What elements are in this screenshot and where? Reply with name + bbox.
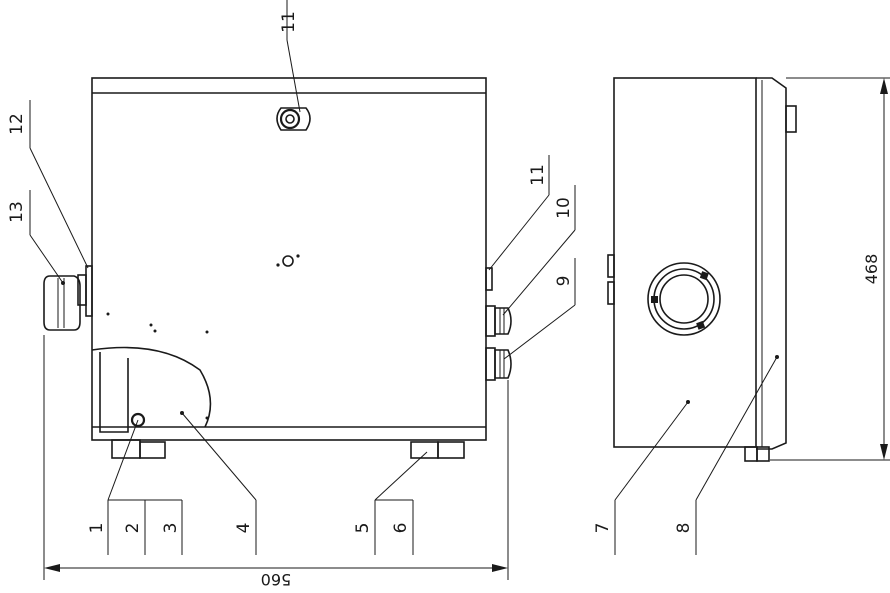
dimension-width-value: 560 (261, 570, 292, 589)
callout-11-side: 11 (528, 164, 548, 186)
side-foot (756, 446, 770, 462)
callout-4: 4 (234, 523, 254, 534)
side-hinge (785, 105, 797, 133)
callout-3: 3 (161, 523, 181, 534)
leader-lines (29, 0, 778, 555)
callout-8: 8 (674, 523, 694, 534)
right-gland-9 (485, 347, 512, 381)
callout-13: 13 (7, 201, 27, 223)
callout-5: 5 (353, 523, 373, 534)
foot-left (111, 439, 166, 459)
callout-1: 1 (87, 523, 107, 534)
side-nub (607, 254, 615, 278)
lock-top (276, 107, 311, 131)
dot-marker (149, 323, 153, 327)
side-nub (607, 281, 615, 305)
center-hole (276, 254, 300, 267)
foot-right (410, 441, 465, 459)
side-door (756, 77, 787, 450)
front-enclosure (91, 77, 487, 441)
dimension-height-value: 468 (862, 254, 881, 285)
right-gland-11 (485, 267, 493, 291)
callout-12: 12 (7, 113, 27, 135)
callout-2: 2 (123, 523, 143, 534)
left-gland (43, 265, 93, 331)
callout-10: 10 (554, 197, 574, 219)
callout-7: 7 (593, 523, 613, 534)
dot-marker (205, 330, 209, 334)
side-view (607, 77, 797, 462)
dot-marker (106, 312, 110, 316)
dimension-labels: 560 468 (261, 254, 881, 589)
viewing-window (647, 262, 721, 336)
callout-9: 9 (554, 276, 574, 287)
dot-marker (153, 329, 157, 333)
dimension-width (43, 335, 509, 580)
dimension-height (770, 77, 890, 461)
side-foot (744, 446, 758, 462)
callout-6: 6 (391, 523, 411, 534)
callout-11-top: 11 (279, 11, 299, 33)
callout-labels: 11 12 13 11 10 9 1 2 3 4 5 6 7 8 (7, 11, 694, 533)
front-view (43, 77, 512, 459)
